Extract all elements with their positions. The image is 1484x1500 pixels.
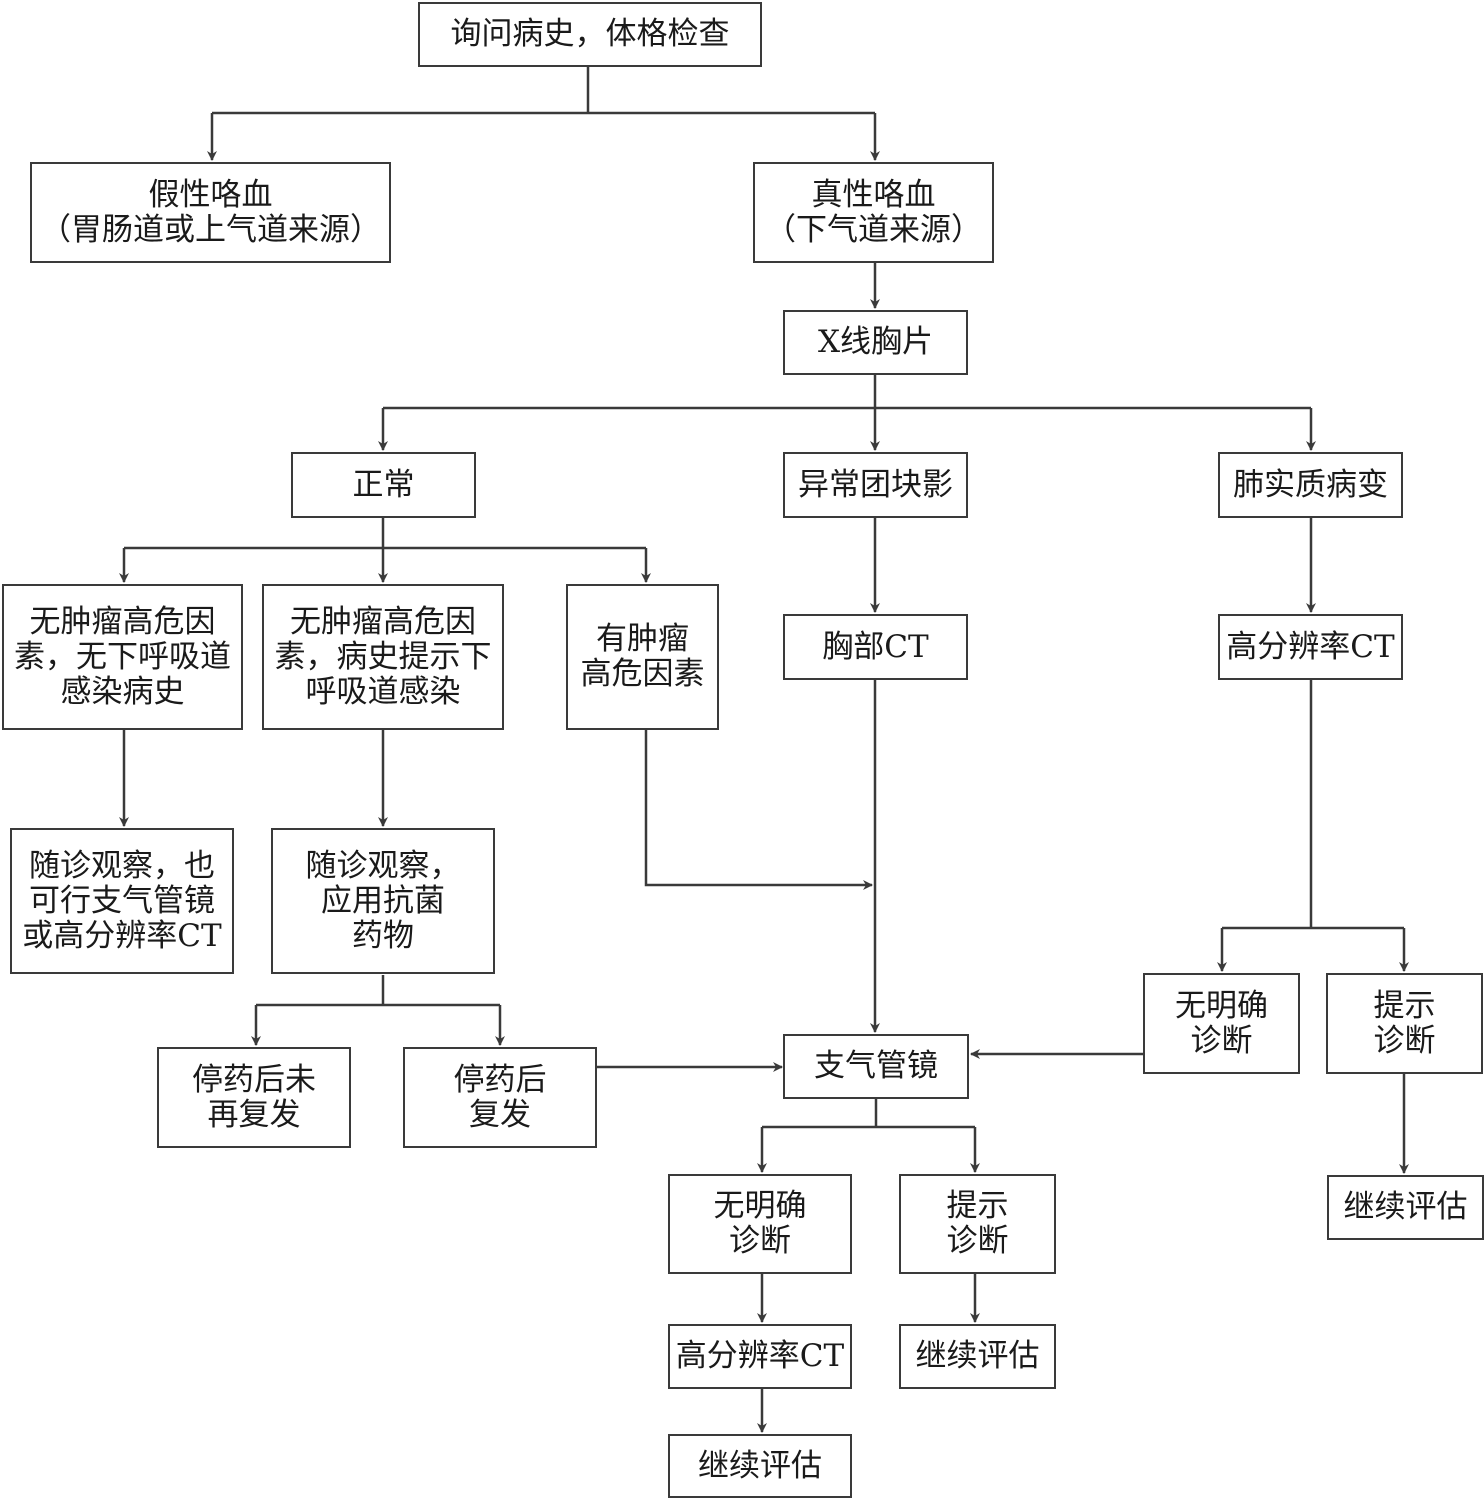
node-text-line: X线胸片 <box>817 324 934 360</box>
node-abnormal-mass: 异常团块影 <box>783 452 968 518</box>
node-follow-observe: 随诊观察，也可行支气管镜或高分辨率CT <box>10 828 234 974</box>
node-text-line: 素，无下呼吸道 <box>14 638 231 675</box>
node-text-line: 无明确 <box>713 1188 807 1224</box>
node-bottom-diagnosis-continue: 继续评估 <box>899 1324 1056 1389</box>
node-right-continue-eval: 继续评估 <box>1327 1175 1484 1240</box>
node-chest-xray: X线胸片 <box>783 310 968 375</box>
arrow-risk-to-bronchoscopy-line <box>644 730 873 890</box>
node-history-exam: 询问病史，体格检查 <box>418 2 762 67</box>
node-text-line: 高分辨率CT <box>675 1338 845 1374</box>
node-text-line: 提示 <box>946 1188 1009 1224</box>
node-text-line: 提示 <box>1373 987 1436 1024</box>
node-right-no-diagnosis: 无明确诊断 <box>1143 973 1300 1074</box>
node-text-line: 高危因素 <box>580 656 705 692</box>
node-text-line: 诊断 <box>1190 1022 1253 1059</box>
node-text-line: 假性咯血 <box>148 176 273 213</box>
node-normal: 正常 <box>291 452 476 518</box>
node-text-line: （下气道来源） <box>765 211 982 248</box>
node-text-line: 应用抗菌 <box>321 882 445 919</box>
node-text-line: 素，病史提示下 <box>274 638 492 675</box>
node-tumor-risk: 有肿瘤高危因素 <box>566 584 719 730</box>
node-recurrence: 停药后复发 <box>403 1047 597 1148</box>
node-text-line: 或高分辨率CT <box>22 917 222 954</box>
node-bottom-no-diagnosis: 无明确诊断 <box>668 1174 852 1274</box>
node-text-line: 呼吸道感染 <box>305 673 461 710</box>
connector-history-split <box>212 66 875 115</box>
node-text-line: 感染病史 <box>60 673 185 710</box>
node-text-line: 再复发 <box>207 1096 301 1133</box>
node-text-line: 可行支气管镜 <box>29 882 215 919</box>
node-hrct-right: 高分辨率CT <box>1218 614 1403 680</box>
node-text-line: 异常团块影 <box>798 466 953 503</box>
node-text-line: 高分辨率CT <box>1226 628 1395 665</box>
node-text-line: 诊断 <box>946 1223 1009 1259</box>
node-no-recurrence: 停药后未再复发 <box>157 1047 351 1148</box>
node-follow-antibiotics: 随诊观察，应用抗菌药物 <box>271 828 495 974</box>
node-text-line: 有肿瘤 <box>596 621 689 657</box>
node-text-line: 肺实质病变 <box>1233 466 1388 503</box>
node-pseudo-hemoptysis: 假性咯血（胃肠道或上气道来源） <box>30 162 391 263</box>
node-text-line: 继续评估 <box>915 1338 1040 1374</box>
connector-xray-split <box>383 375 1311 410</box>
node-text-line: 真性咯血 <box>811 176 936 213</box>
node-text-line: 胸部CT <box>822 628 929 665</box>
node-text-line: 复发 <box>469 1096 531 1133</box>
node-text-line: 停药后 <box>453 1061 547 1098</box>
node-true-hemoptysis: 真性咯血（下气道来源） <box>753 162 994 263</box>
node-parenchymal-lesion: 肺实质病变 <box>1218 452 1403 518</box>
node-text-line: 药物 <box>352 917 414 954</box>
connector-hrct-right-split <box>1222 680 1404 930</box>
node-text-line: 诊断 <box>1373 1022 1436 1059</box>
node-chest-ct: 胸部CT <box>783 614 968 680</box>
node-text-line: 诊断 <box>729 1223 791 1259</box>
node-bottom-diagnosis: 提示诊断 <box>899 1174 1056 1274</box>
node-text-line: 正常 <box>352 466 415 503</box>
node-bottom-hrct: 高分辨率CT <box>668 1324 852 1389</box>
node-bronchoscopy: 支气管镜 <box>783 1034 969 1099</box>
node-no-risk-infection: 无肿瘤高危因素，病史提示下呼吸道感染 <box>262 584 504 730</box>
node-text-line: 无肿瘤高危因 <box>290 603 476 640</box>
node-text-line: 随诊观察， <box>305 847 461 884</box>
connector-antibiotics-split <box>256 975 500 1007</box>
node-text-line: 继续评估 <box>698 1447 822 1484</box>
connector-bronchoscopy-split <box>762 1099 975 1129</box>
node-text-line: 无肿瘤高危因 <box>29 603 216 640</box>
node-text-line: 支气管镜 <box>814 1048 938 1084</box>
connector-normal-split <box>124 518 646 550</box>
node-bottom-final-continue: 继续评估 <box>668 1434 852 1498</box>
node-text-line: （胃肠道或上气道来源） <box>40 211 381 248</box>
node-text-line: 无明确 <box>1175 987 1268 1024</box>
node-text-line: 随诊观察，也 <box>29 847 215 884</box>
node-text-line: 停药后未 <box>192 1061 316 1098</box>
node-no-risk-no-infection: 无肿瘤高危因素，无下呼吸道感染病史 <box>2 584 243 730</box>
node-text-line: 询问病史，体格检查 <box>450 16 730 52</box>
node-text-line: 继续评估 <box>1343 1189 1468 1225</box>
node-right-diagnosis: 提示诊断 <box>1326 973 1483 1074</box>
